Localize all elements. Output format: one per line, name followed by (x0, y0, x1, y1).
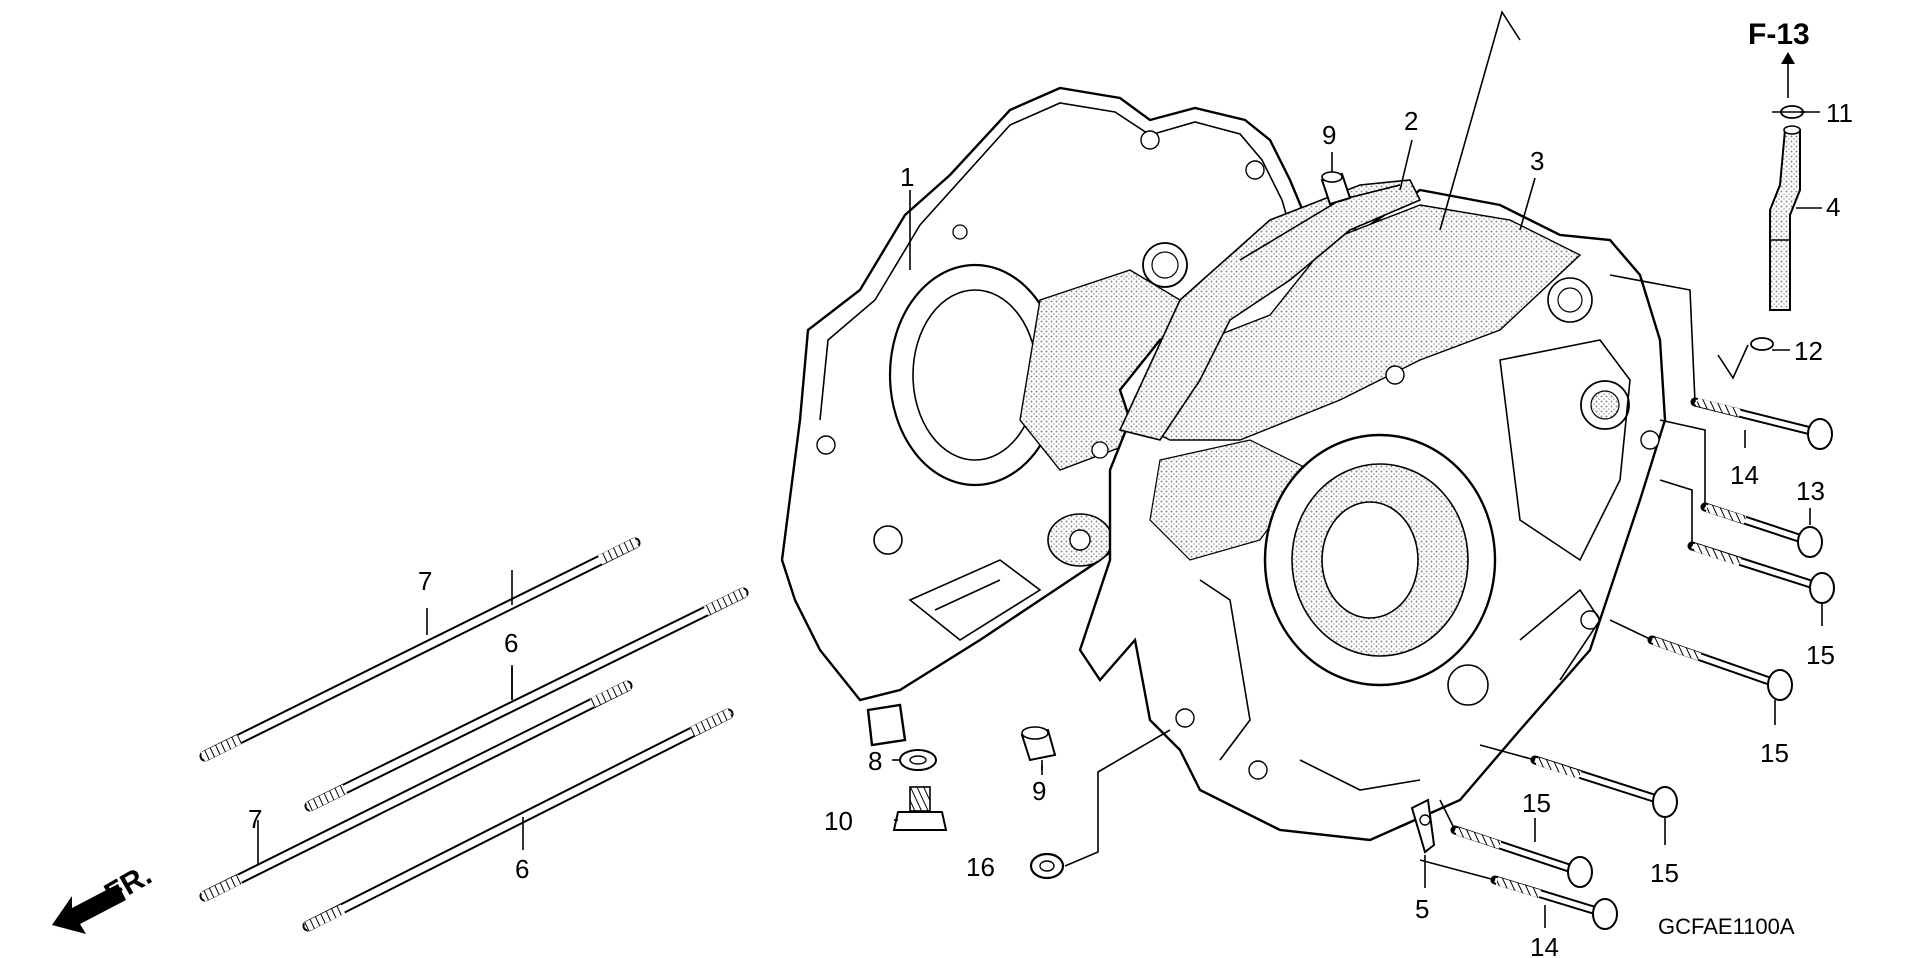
flange-bolt-14-upper (1690, 397, 1833, 450)
callout-3: 3 (1530, 146, 1544, 176)
callout-15-b: 15 (1760, 738, 1789, 768)
flange-bolt-15-b (1647, 635, 1793, 701)
hex-nut (1029, 852, 1065, 880)
chain-guide-plate (1410, 798, 1436, 854)
breather-tube (1769, 125, 1801, 311)
callout-2: 2 (1404, 106, 1418, 136)
long-stud-6-upper (304, 587, 749, 812)
callout-5: 5 (1415, 894, 1429, 924)
dowel-pin-upper (1320, 171, 1352, 206)
callout-15-c: 15 (1522, 788, 1551, 818)
bolt-alignment-lines (1419, 274, 1706, 881)
callout-7-upper: 7 (418, 566, 432, 596)
front-direction-arrow (52, 884, 126, 934)
check-mark-small (1717, 344, 1749, 380)
callout-6-upper: 6 (504, 628, 518, 658)
long-stud-7-upper (199, 537, 641, 762)
flange-bolt-15-d (1450, 825, 1593, 888)
callout-9-upper: 9 (1322, 120, 1336, 150)
callout-6-lower: 6 (515, 854, 529, 884)
flange-bolt-14-lower (1490, 875, 1618, 930)
drain-bolt (892, 786, 948, 831)
callout-8: 8 (868, 746, 882, 776)
callout-10: 10 (824, 806, 853, 836)
sealing-washer (899, 749, 937, 771)
callout-14-upper: 14 (1730, 460, 1759, 490)
callout-16: 16 (966, 852, 995, 882)
tube-clip-lower (1750, 337, 1774, 351)
callout-13: 13 (1796, 476, 1825, 506)
callout-15-d: 15 (1650, 858, 1679, 888)
callout-14-lower: 14 (1530, 932, 1559, 958)
pointer-line-top (1439, 10, 1521, 231)
long-stud-7-lower (199, 680, 633, 902)
f13-arrow-head (1781, 52, 1795, 64)
leader-lines (257, 111, 1823, 928)
callout-11: 11 (1826, 98, 1853, 128)
right-crankcase-half (1078, 188, 1667, 842)
callout-1: 1 (900, 162, 914, 192)
dowel-pin-lower (1020, 726, 1057, 762)
flange-bolt-15-a (1687, 541, 1835, 604)
reference-label-f13: F-13 (1748, 18, 1810, 51)
diagram-code: GCFAE1100A (1658, 914, 1795, 939)
flange-bolt-15-c (1530, 755, 1678, 818)
long-stud-6-lower (302, 708, 734, 932)
callout-15-a: 15 (1806, 640, 1835, 670)
flange-bolt-13 (1700, 502, 1823, 558)
callout-9-lower: 9 (1032, 776, 1046, 806)
callout-12: 12 (1794, 336, 1823, 366)
callout-7-lower: 7 (248, 804, 262, 834)
callout-4: 4 (1826, 192, 1840, 222)
